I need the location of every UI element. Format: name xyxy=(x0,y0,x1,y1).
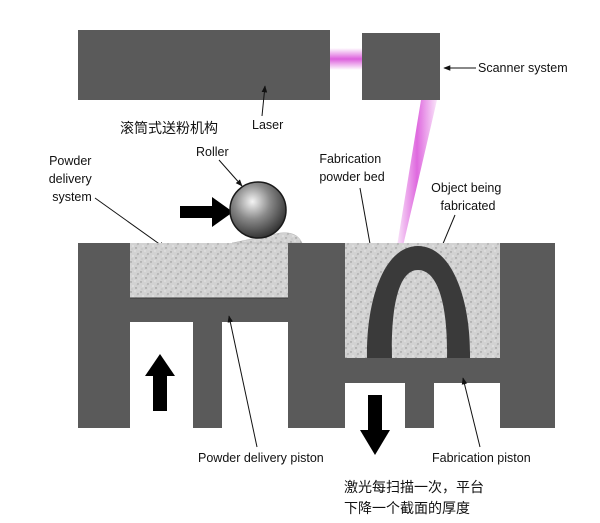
up-arrow-icon xyxy=(145,354,175,411)
fabrication-piston-label: Fabrication piston xyxy=(432,451,531,465)
right-outer-wall xyxy=(500,243,555,428)
powder-delivery-system-line1: Powder xyxy=(49,154,91,168)
powder-delivery-system-leader-line xyxy=(94,197,166,249)
fabrication-piston-leader-line xyxy=(461,377,481,448)
middle-wall xyxy=(288,243,345,428)
powder-delivery-piston-leader-line xyxy=(227,315,258,448)
roller-push-arrow xyxy=(180,197,233,227)
scanner-label: Scanner system xyxy=(478,61,568,75)
down-arrow-icon xyxy=(360,395,390,455)
fabrication-powder-bed-line1: Fabrication xyxy=(319,152,381,166)
laser-leader-line xyxy=(261,85,268,117)
fabrication-powder-bed-label: Fabrication powder bed xyxy=(319,152,384,184)
object-being-fabricated-line2: fabricated xyxy=(441,199,496,213)
left-outer-wall xyxy=(78,243,130,428)
platform-note-line2: 下降一个截面的厚度 xyxy=(344,501,470,517)
laser-beam-horizontal xyxy=(330,48,363,70)
powder-delivery-system-line2: delivery xyxy=(49,172,93,186)
platform-note-line1: 激光每扫描一次，平台 xyxy=(344,479,484,496)
roller-label: Roller xyxy=(196,145,229,159)
powder-supply xyxy=(130,243,288,298)
object-being-fabricated-label: Object being fabricated xyxy=(431,181,505,213)
laser-label: Laser xyxy=(252,118,283,132)
roller xyxy=(229,181,287,239)
powder-delivery-system-label: Powder delivery system xyxy=(49,154,96,204)
object-being-fabricated-line1: Object being xyxy=(431,181,501,195)
laser-beam-diagonal xyxy=(397,100,437,246)
powder-delivery-system-line3: system xyxy=(52,190,92,204)
roller-mechanism-cn-label: 滚筒式送粉机构 xyxy=(120,120,218,137)
powder-delivery-piston-plate xyxy=(130,298,288,322)
fabrication-piston-plate xyxy=(345,358,500,383)
powder-delivery-piston-rod xyxy=(193,322,222,428)
roller-leader-line xyxy=(218,159,243,187)
powder-delivery-piston-label: Powder delivery piston xyxy=(198,451,324,465)
scanner-unit xyxy=(362,33,440,100)
laser-unit xyxy=(78,30,330,100)
fabricated-object xyxy=(366,246,471,358)
fabrication-powder-bed-line2: powder bed xyxy=(319,170,384,184)
fabrication-piston-rod xyxy=(405,383,434,428)
powder-mound xyxy=(231,232,303,244)
platform-note-cn-label: 激光每扫描一次，平台 下降一个截面的厚度 xyxy=(344,479,488,517)
